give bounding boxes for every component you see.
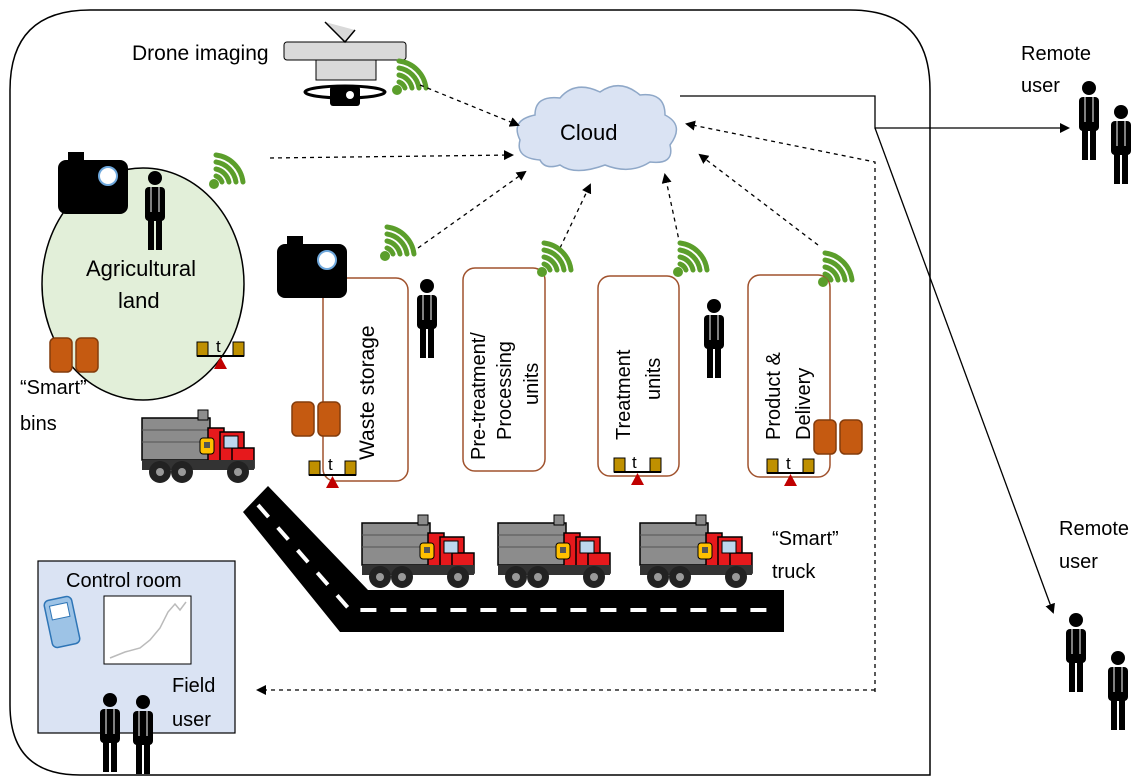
wifi-signal-icon [537, 243, 571, 277]
monitor-chart-line [109, 601, 187, 659]
waste-storage-label: Waste storage [356, 325, 379, 460]
truck-icon [361, 514, 475, 589]
treatment-label-1: Treatment [613, 349, 635, 440]
remote-user-person-icon [1078, 80, 1100, 161]
cloud-label: Cloud [560, 120, 617, 145]
scale-label: t [216, 337, 221, 356]
truck-icon [639, 514, 753, 589]
wifi-signal-icon [673, 243, 707, 277]
treatment-box [597, 275, 680, 477]
smart-truck-label-2: truck [772, 561, 816, 583]
smart-truck-label-1: “Smart” [772, 528, 839, 550]
camera-icon [276, 235, 348, 299]
remote-user-person-icon [1107, 650, 1129, 731]
pretreatment-label-1: Pre-treatment/ [468, 332, 490, 460]
person-icon [703, 298, 725, 379]
product-label-2: Delivery [793, 368, 815, 440]
truck-icon [141, 409, 255, 484]
control-room-label: Control room [66, 570, 182, 592]
smart-bin-icon [291, 401, 341, 437]
smart-bin-icon [813, 419, 863, 455]
field-user-label-1: Field [172, 675, 215, 697]
smart-bins-label-2: bins [20, 413, 57, 435]
agri-land-label-1: Agricultural [86, 256, 196, 281]
remote-user-label-1a: Remote [1021, 43, 1091, 65]
pretreatment-label-2: Processing [494, 341, 516, 440]
wifi-signal-icon [209, 155, 243, 189]
road [243, 486, 784, 632]
drone-icon [283, 21, 407, 106]
scale-label: t [786, 454, 791, 473]
data-flow-arrows [256, 84, 876, 695]
person-icon [416, 278, 438, 359]
wifi-signal-icon [380, 227, 414, 261]
scale-label: t [632, 453, 637, 472]
pretreatment-box [462, 267, 546, 472]
agri-land-label-2: land [118, 288, 160, 313]
remote-user-label-2b: user [1059, 551, 1098, 573]
product-label-1: Product & [763, 352, 785, 440]
cloud-to-remote-line [680, 95, 1070, 133]
treatment-label-2: units [643, 358, 665, 400]
truck-icon [497, 514, 611, 589]
system-boundary [9, 9, 931, 776]
remote-user-person-icon [1065, 612, 1087, 693]
scale-label: t [328, 455, 333, 474]
phone-icon [43, 595, 81, 649]
drone-label: Drone imaging [132, 42, 269, 65]
cloud-icon [516, 85, 678, 172]
wifi-signal-icon [392, 61, 426, 95]
remote-user-label-1b: user [1021, 75, 1060, 97]
camera-icon [57, 151, 129, 215]
road-markings [256, 503, 775, 612]
pretreatment-label-3: units [521, 363, 543, 405]
remote-user-person-icon [1110, 104, 1132, 185]
wifi-signal-icon [818, 253, 852, 287]
field-user-label-2: user [172, 709, 211, 731]
waste-storage-box [322, 277, 409, 482]
monitor-chart [103, 595, 192, 665]
cloud-to-remote2-line [874, 127, 1055, 614]
smart-bins-label-1: “Smart” [20, 377, 87, 399]
remote-user-label-2a: Remote [1059, 518, 1129, 540]
